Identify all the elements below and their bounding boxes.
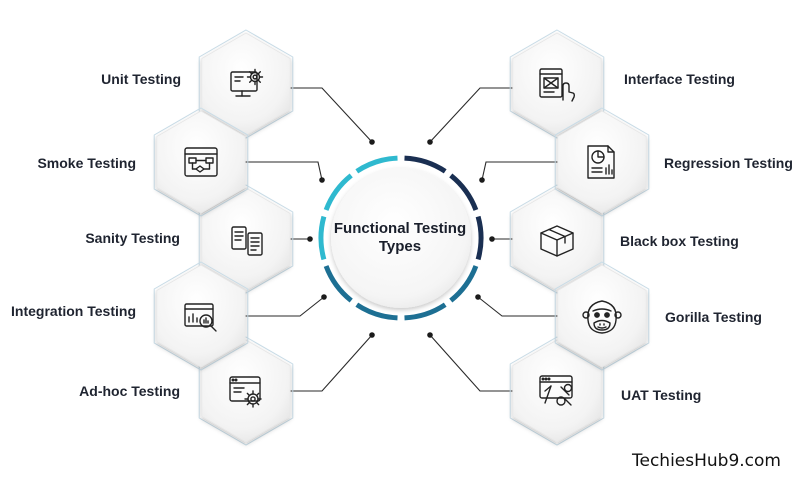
- connector-right-2-dot: [479, 177, 485, 183]
- browser-tools-icon: [539, 375, 573, 406]
- label-unit-testing: Unit Testing: [101, 71, 181, 87]
- documents-icon: [231, 226, 263, 256]
- hexagon-body: [156, 110, 246, 214]
- hexagon-interface-testing: [509, 29, 605, 139]
- label-sanity-testing: Sanity Testing: [85, 230, 180, 246]
- touch-interface-icon: [539, 68, 576, 102]
- center-hub: [318, 155, 484, 321]
- hub-ring-segment-3: [475, 215, 484, 261]
- label-smoke-testing: Smoke Testing: [37, 155, 136, 171]
- label-blackbox-testing: Black box Testing: [620, 233, 739, 249]
- hexagon-body: [156, 264, 246, 368]
- connector-right-4: [477, 296, 558, 317]
- hexagon-smoke-testing: [153, 107, 249, 217]
- label-regression-testing: Regression Testing: [664, 155, 793, 171]
- connector-left-4: [244, 296, 325, 317]
- hexagon-outline: [153, 107, 249, 217]
- hub-ring-segment-10: [355, 155, 398, 174]
- connector-lines: [244, 87, 558, 392]
- center-title-line-2: Types: [378, 238, 422, 255]
- hexagon-outline: [198, 29, 294, 139]
- gorilla-icon: [582, 300, 622, 334]
- box-icon: [540, 225, 574, 257]
- flowchart-window-icon: [184, 147, 218, 177]
- connector-left-2-dot: [319, 177, 325, 183]
- hexagon-column-group: [153, 29, 650, 446]
- hexagon-body: [201, 32, 291, 136]
- monitor-gear-icon: [230, 68, 264, 97]
- watermark-text: TechiesHub9.com: [632, 451, 781, 471]
- hexagon-outline: [554, 107, 650, 217]
- chart-magnifier-icon: [184, 303, 217, 332]
- connector-left-3-dot: [307, 236, 313, 242]
- connector-right-5: [429, 334, 514, 392]
- connector-right-3-dot: [489, 236, 495, 242]
- connector-left-1: [290, 87, 373, 143]
- connector-right-2: [481, 161, 558, 181]
- hexagon-body: [557, 264, 647, 368]
- label-uat-testing: UAT Testing: [621, 387, 702, 403]
- hub-ring-segment-5: [404, 302, 447, 321]
- connector-left-2: [244, 161, 323, 181]
- hexagon-integration-testing: [153, 261, 249, 371]
- label-gorilla-testing: Gorilla Testing: [665, 309, 762, 325]
- hexagon-body: [512, 32, 602, 136]
- hexagon-body: [512, 187, 602, 291]
- hub-ring-segment-9: [323, 173, 353, 211]
- hexagon-regression-testing: [554, 107, 650, 217]
- center-title: Functional Testing Types: [330, 220, 470, 256]
- hexagon-unit-testing: [198, 29, 294, 139]
- hub-ring-segment-2: [449, 173, 479, 211]
- label-adhoc-testing: Ad-hoc Testing: [79, 383, 180, 399]
- label-interface-testing: Interface Testing: [624, 71, 735, 87]
- connector-right-1: [429, 87, 514, 143]
- connector-left-4-dot: [321, 294, 327, 300]
- hub-circle: [331, 168, 471, 308]
- hub-ring-segment-1: [404, 155, 447, 174]
- hexagon-gorilla-testing: [554, 261, 650, 371]
- connector-right-5-dot: [427, 332, 433, 338]
- hub-ring-segment-8: [318, 215, 327, 261]
- connector-left-5: [290, 334, 373, 392]
- hexagon-outline: [509, 29, 605, 139]
- hexagon-outline: [554, 261, 650, 371]
- connector-right-4-dot: [475, 294, 481, 300]
- center-title-line-1: Functional Testing: [333, 220, 467, 237]
- hexagon-sanity-testing: [198, 184, 294, 294]
- label-integration-testing: Integration Testing: [11, 303, 136, 319]
- browser-gear-icon: [229, 376, 262, 408]
- connector-left-1-dot: [369, 139, 375, 145]
- report-chart-icon: [587, 145, 615, 179]
- hub-ring-segment-7: [323, 265, 353, 303]
- hub-ring-segment-6: [355, 302, 398, 321]
- hub-ring-segment-4: [449, 265, 479, 303]
- hexagon-outline: [153, 261, 249, 371]
- connector-right-1-dot: [427, 139, 433, 145]
- connector-left-5-dot: [369, 332, 375, 338]
